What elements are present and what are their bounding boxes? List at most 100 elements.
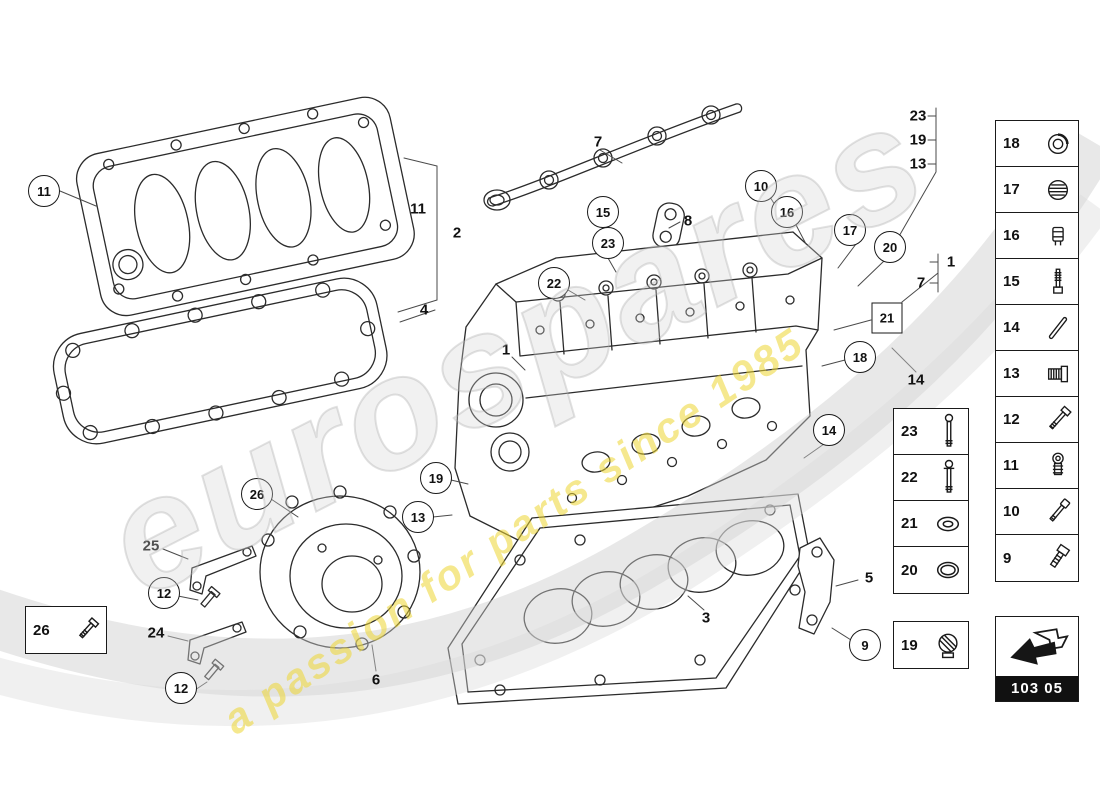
callout-circle-18: 18 bbox=[844, 341, 876, 373]
callout-circle-22: 22 bbox=[538, 267, 570, 299]
part-number: 15 bbox=[1003, 273, 1020, 290]
hex-bolt-icon bbox=[1043, 541, 1073, 575]
screw-plug-icon bbox=[1043, 357, 1073, 391]
callout-plain-19: 19 bbox=[909, 131, 927, 149]
dowel-pin-icon bbox=[1043, 311, 1073, 345]
long-bolt-washer-icon bbox=[935, 458, 963, 498]
legend-item-26: 26 bbox=[26, 607, 106, 653]
seal-washer-icon bbox=[933, 509, 963, 539]
callout-plain-8: 8 bbox=[683, 212, 693, 230]
cylinder-head-shape bbox=[454, 231, 823, 541]
callout-plain-25: 25 bbox=[142, 537, 160, 555]
part-number: 26 bbox=[33, 621, 50, 639]
cap-nut-icon bbox=[933, 629, 963, 661]
part-number: 18 bbox=[1003, 135, 1020, 152]
callout-circle-10: 10 bbox=[745, 170, 777, 202]
callout-circle-26: 26 bbox=[241, 478, 273, 510]
part-number: 16 bbox=[1003, 227, 1020, 244]
part-number: 22 bbox=[901, 469, 918, 486]
callout-circle-13: 13 bbox=[402, 501, 434, 533]
part-number: 9 bbox=[1003, 549, 1012, 567]
callout-circle-16: 16 bbox=[771, 196, 803, 228]
bracket-8-shape bbox=[652, 202, 685, 249]
core-plug-icon bbox=[1043, 173, 1073, 207]
legend-item-13: 13 bbox=[996, 351, 1078, 397]
legend-item-9: 9 bbox=[996, 535, 1078, 581]
part-number: 23 bbox=[901, 423, 918, 440]
callout-plain-2: 2 bbox=[452, 224, 462, 242]
end-cover-shape bbox=[259, 485, 421, 651]
legend-item-18: 18 bbox=[996, 121, 1078, 167]
callout-circle-20: 20 bbox=[874, 231, 906, 263]
callout-plain-5: 5 bbox=[864, 569, 874, 587]
callout-circle-12: 12 bbox=[148, 577, 180, 609]
union-screw-icon bbox=[1043, 449, 1073, 483]
callout-circle-9: 9 bbox=[849, 629, 881, 661]
diagram-group-box: 103 05 bbox=[995, 616, 1079, 702]
chain-cover-gasket-shape bbox=[483, 103, 743, 211]
part-number: 19 bbox=[901, 636, 918, 654]
brackets-24-25-shape bbox=[187, 545, 257, 681]
small-screw-icon bbox=[73, 616, 101, 644]
callout-circle-17: 17 bbox=[834, 214, 866, 246]
part-number: 20 bbox=[901, 561, 918, 579]
legend-item-15: 15 bbox=[996, 259, 1078, 305]
legend-column-head-bolts: 23 22 21 20 bbox=[893, 408, 969, 594]
socket-bolt-icon bbox=[1043, 495, 1073, 529]
part-number: 10 bbox=[1003, 503, 1020, 520]
legend-column-fasteners: 18 17 16 15 14 13 12 11 10 9 bbox=[995, 120, 1079, 582]
legend-item-22: 22 bbox=[894, 455, 968, 501]
part-group-arrow-icon bbox=[996, 617, 1078, 676]
callout-plain-13: 13 bbox=[909, 155, 927, 173]
callout-plain-7: 7 bbox=[916, 274, 926, 292]
legend-item-11: 11 bbox=[996, 443, 1078, 489]
callout-plain-11: 11 bbox=[410, 200, 426, 218]
part-number: 21 bbox=[901, 515, 918, 532]
callout-circle-11: 11 bbox=[28, 175, 60, 207]
watermark-brand: eurospares bbox=[77, 68, 954, 632]
callout-plain-7: 7 bbox=[593, 133, 603, 151]
legend-item-16: 16 bbox=[996, 213, 1078, 259]
stud-icon bbox=[1043, 265, 1073, 299]
legend-item-19: 19 bbox=[894, 622, 968, 668]
callout-circle-14: 14 bbox=[813, 414, 845, 446]
legend-corner-screw: 26 bbox=[25, 606, 107, 654]
legend-item-17: 17 bbox=[996, 167, 1078, 213]
valve-cover-gasket-shape bbox=[52, 277, 388, 445]
callout-plain-4: 4 bbox=[419, 301, 429, 319]
sleeve-icon bbox=[1043, 219, 1073, 253]
bracket-5-shape bbox=[797, 537, 835, 635]
cap-icon bbox=[1043, 127, 1073, 161]
legend-item-14: 14 bbox=[996, 305, 1078, 351]
part-number: 13 bbox=[1003, 365, 1020, 382]
callout-circle-15: 15 bbox=[587, 196, 619, 228]
bolt-icon bbox=[1043, 403, 1073, 437]
callout-circle-19: 19 bbox=[420, 462, 452, 494]
callout-plain-6: 6 bbox=[371, 671, 381, 689]
callout-circle-23: 23 bbox=[592, 227, 624, 259]
head-gasket-shape bbox=[447, 493, 811, 705]
legend-single-cap: 19 bbox=[893, 621, 969, 669]
callout-plain-24: 24 bbox=[147, 624, 165, 642]
callout-plain-1: 1 bbox=[946, 253, 956, 271]
callout-plain-1: 1 bbox=[501, 341, 511, 359]
valve-cover-shape bbox=[75, 96, 415, 317]
legend-item-23: 23 bbox=[894, 409, 968, 455]
callout-box-21: 21 bbox=[871, 302, 903, 334]
part-number: 14 bbox=[1003, 319, 1020, 336]
part-number: 12 bbox=[1003, 411, 1020, 428]
watermark-tagline: a passion for parts since 1985 bbox=[214, 318, 813, 744]
long-bolt-icon bbox=[935, 412, 963, 452]
part-number: 11 bbox=[1003, 457, 1019, 474]
callout-plain-3: 3 bbox=[701, 609, 711, 627]
part-number: 17 bbox=[1003, 181, 1020, 198]
legend-item-10: 10 bbox=[996, 489, 1078, 535]
oring-icon bbox=[933, 555, 963, 585]
callout-plain-23: 23 bbox=[909, 107, 927, 125]
diagram-code: 103 05 bbox=[996, 676, 1078, 701]
callout-plain-14: 14 bbox=[907, 371, 925, 389]
legend-item-20: 20 bbox=[894, 547, 968, 593]
